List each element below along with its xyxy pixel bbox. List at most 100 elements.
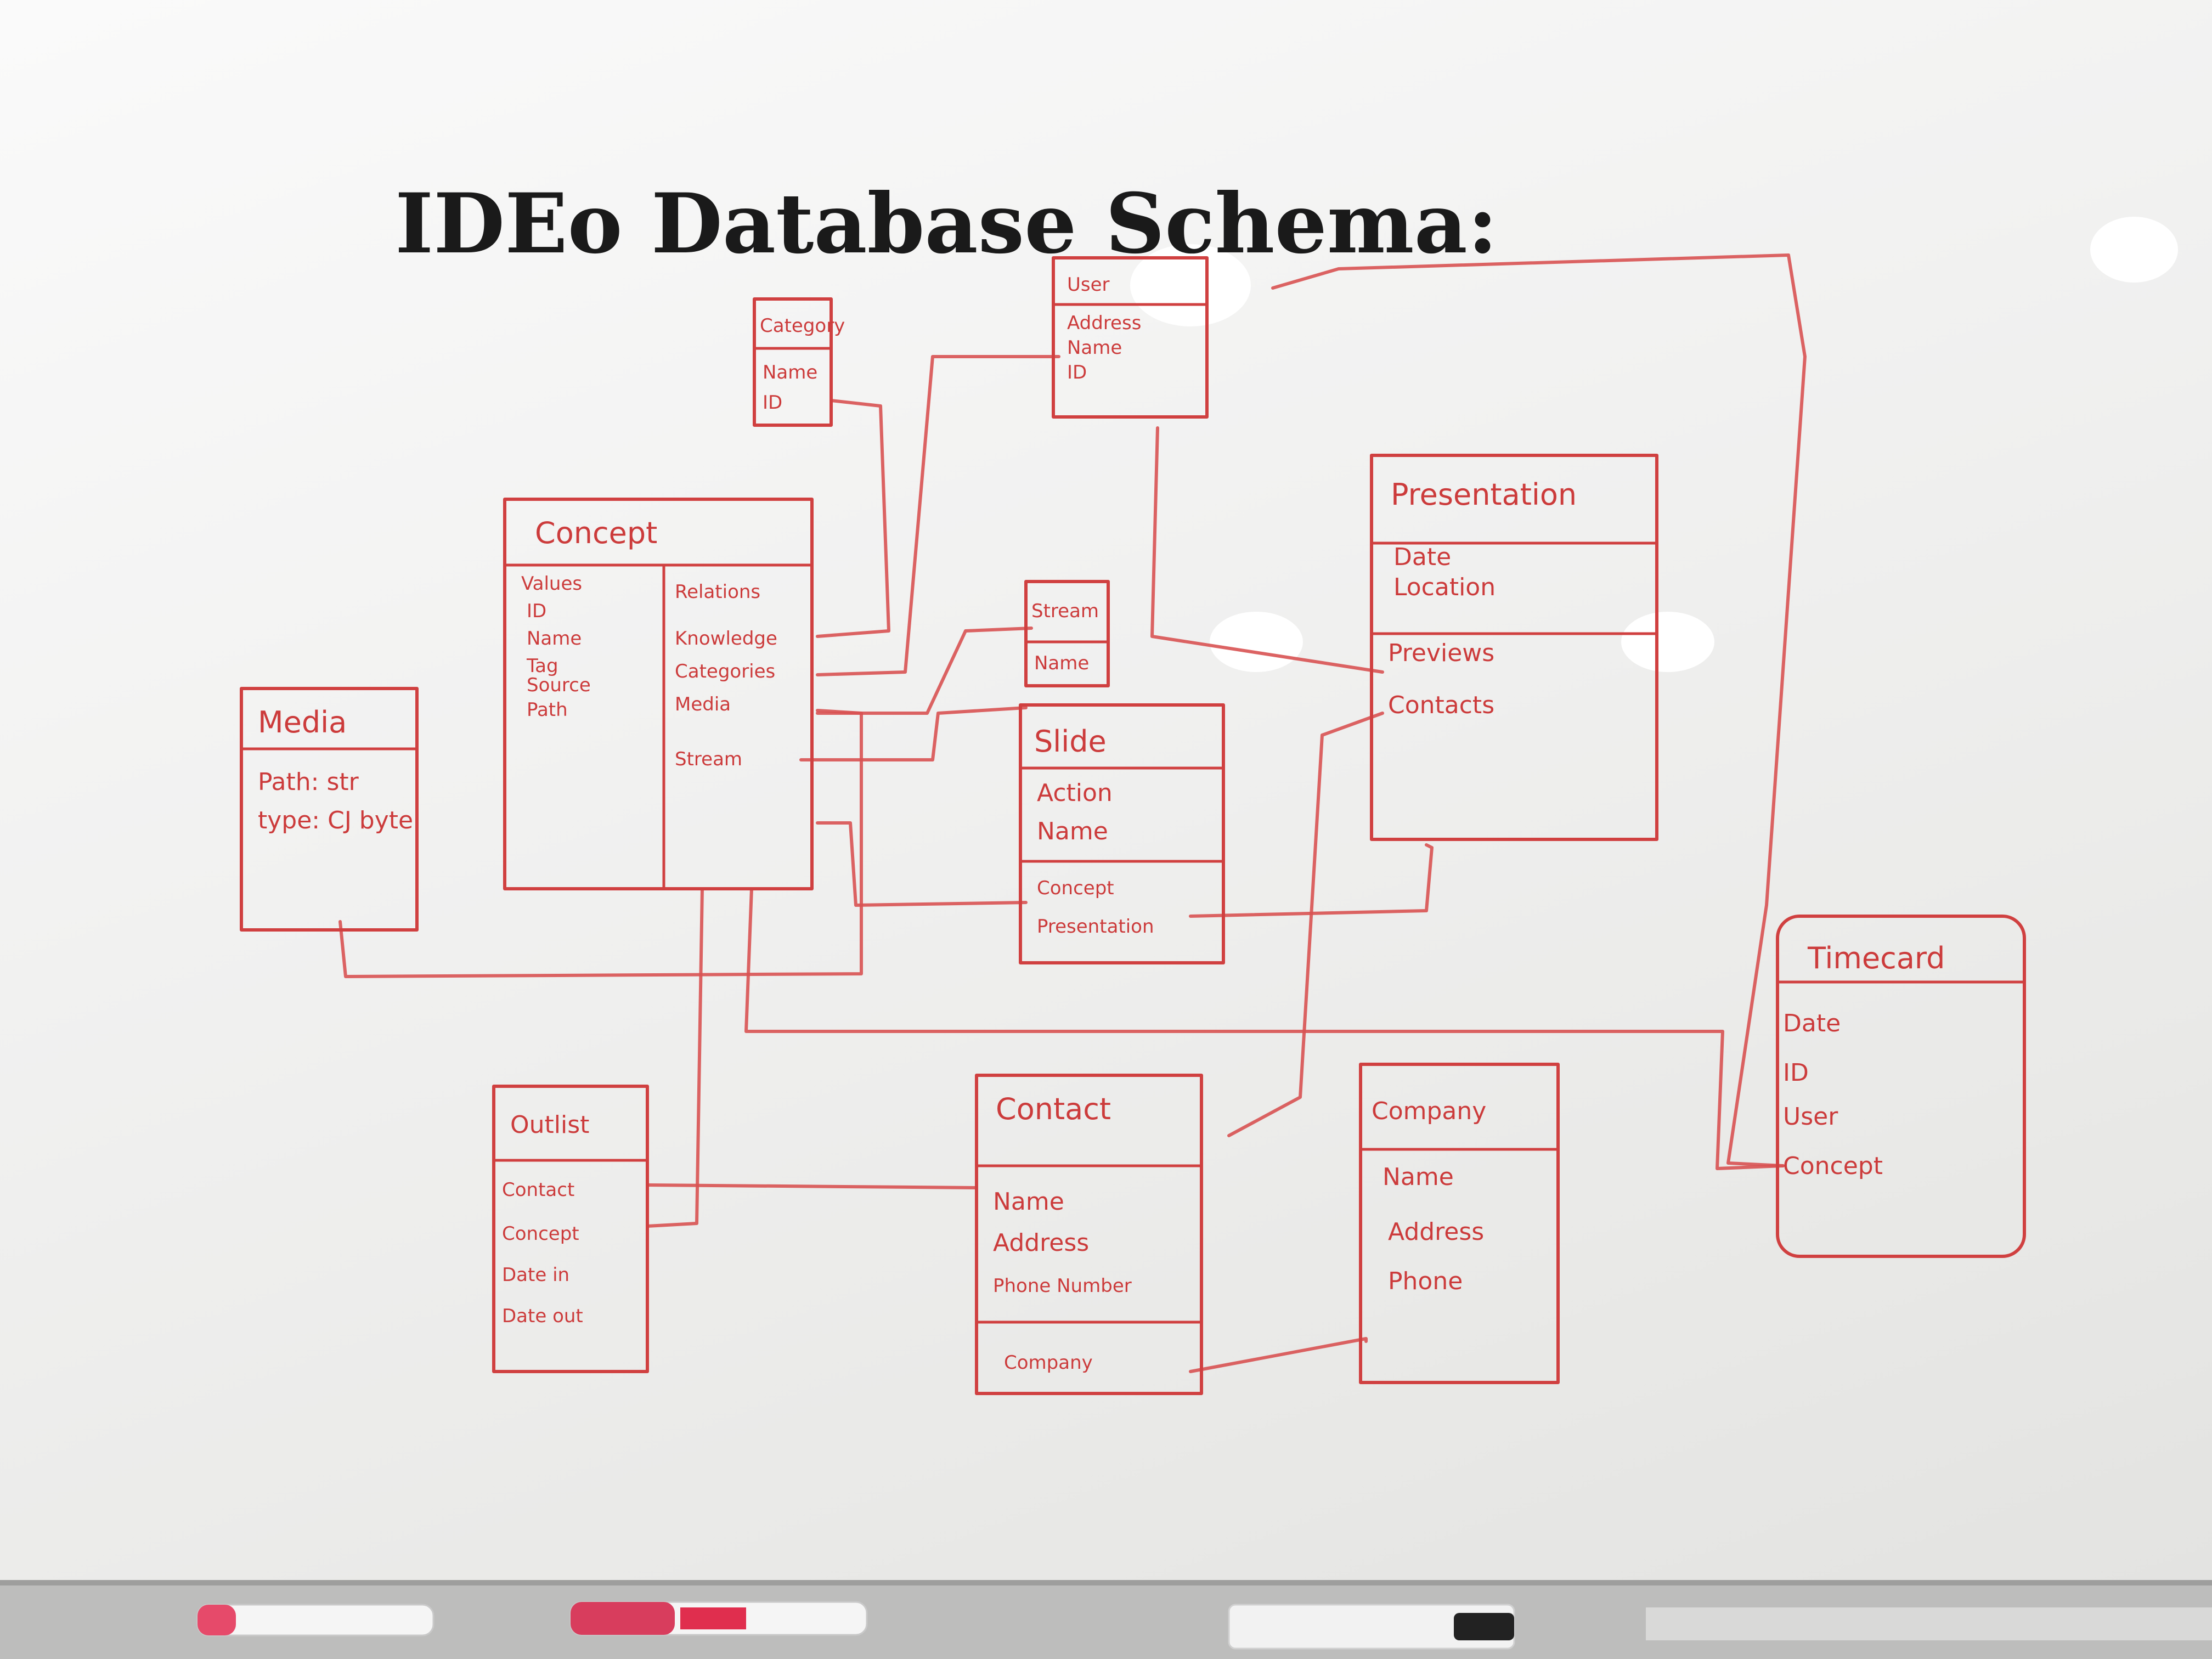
field: Knowledge [675,628,777,650]
connector-media-concept [338,709,863,978]
table-box [1370,454,1658,841]
field: Date out [502,1305,583,1327]
glare-spot [1621,612,1714,672]
diagram-title: IDEo Database Schema: [395,176,1498,272]
relationship-lines [338,253,1807,1373]
table-stream: Stream Name [1024,580,1110,687]
table-concept: Concept Values ID Name Tag Source Path R… [503,498,814,890]
glare-spot [1210,612,1303,672]
field: Path [527,699,568,721]
field: Date [1393,543,1451,571]
table-box [1776,915,2026,1258]
relation: Previews [1388,639,1494,667]
marker-icon [196,1604,435,1637]
field: Phone [1388,1267,1463,1295]
connector-user-concept [816,355,1060,676]
field: Name [1383,1163,1454,1191]
field: Name [1037,817,1108,845]
field: Address [1067,312,1141,334]
table-outlist: Outlist Contact Concept Date in Date out [492,1085,649,1373]
field: Path: str [258,768,359,796]
relation: Concept [1037,877,1114,899]
field: ID [1067,362,1087,383]
connector-contact-company [1189,1337,1368,1373]
field: ID [527,600,546,622]
field: Concept [502,1223,579,1245]
field: Date in [502,1264,569,1286]
connector-stream-media [799,706,1028,761]
field: ID [1783,1059,1809,1087]
table-box [492,1085,649,1373]
table-box [1359,1063,1560,1384]
table-slide: Slide Action Name Concept Presentation [1019,703,1225,964]
field: type: CJ byte [258,806,413,834]
connector-user-timecard [1271,253,1807,1167]
table-box [503,498,814,890]
table-name: Concept [535,516,657,550]
table-name: Timecard [1807,941,1945,975]
relation: Company [1004,1352,1093,1374]
table-name: Stream [1031,600,1099,622]
connector-user-presentation [1150,426,1384,674]
table-name: Media [258,705,347,740]
section-header: Relations [675,581,760,603]
field: Concept [1783,1152,1883,1180]
section-header: Values [521,573,582,595]
connector-stream-concept [816,627,1033,715]
connector-slide-presentation [1189,843,1434,918]
table-name: Category [760,315,845,337]
marker-icon [569,1601,868,1636]
table-box [975,1074,1203,1395]
field: Media [675,693,731,715]
field: Address [1388,1218,1484,1246]
table-category: Category Name ID [753,297,845,427]
relation: Presentation [1037,916,1154,938]
table-presentation: Presentation Date Location Previews Cont… [1370,454,1658,841]
connector-presentation-contact [1227,712,1384,1137]
table-box [1019,703,1225,964]
connector-outlist-contact [646,1183,978,1189]
table-box [1024,580,1110,687]
field: Address [993,1229,1089,1257]
table-box [753,297,833,427]
field: Name [1067,337,1122,359]
field: Categories [675,661,775,682]
tray-edge [0,1580,2212,1585]
table-timecard: Timecard Date ID User Concept [1776,915,2026,1258]
table-user: User Address Name ID [1052,256,1209,419]
field: User [1783,1103,1838,1131]
field: Tag [526,655,558,677]
marker-icon [1228,1604,1515,1650]
field: Date [1783,1009,1841,1037]
connector-concept-timecard [744,887,1785,1170]
connector-category-concept [816,399,890,638]
table-contact: Contact Name Address Phone Number Compan… [975,1074,1203,1395]
table-box [240,687,419,932]
table-name: Outlist [510,1111,589,1139]
table-company: Company Name Address Phone [1359,1063,1560,1384]
field: Name [1034,652,1089,674]
tray-clip [1646,1607,2212,1640]
field: Stream [675,748,742,770]
field: Location [1393,573,1496,601]
field: Source [527,674,591,696]
table-name: Presentation [1391,477,1577,512]
marker-tray [0,1580,2212,1659]
field: ID [763,392,782,414]
field: Action [1037,779,1113,807]
field: Contact [502,1179,574,1201]
table-media: Media Path: str type: CJ byte [240,687,419,932]
table-name: User [1067,274,1110,296]
relation: Contacts [1388,691,1494,719]
field: Name [527,628,582,650]
table-name: Slide [1034,724,1107,759]
connector-concept-outlist [646,887,704,1228]
field: Name [763,362,817,383]
table-box [1052,256,1209,419]
table-name: Contact [996,1092,1111,1126]
connector-slide-concept [816,821,1028,907]
field: Phone Number [993,1275,1132,1297]
glare-spot [2090,217,2178,283]
table-name: Company [1372,1097,1486,1125]
